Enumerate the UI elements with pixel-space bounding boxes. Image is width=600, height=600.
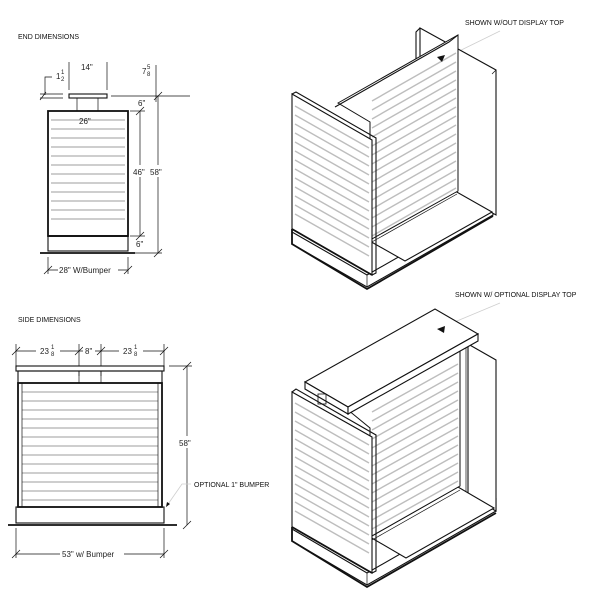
svg-text:8: 8 <box>147 72 151 78</box>
svg-text:2: 2 <box>61 77 65 83</box>
end-view: END DIMENSIONS 14" 1 1 2 7 5 8 <box>18 34 190 275</box>
svg-text:1: 1 <box>51 345 55 351</box>
side-base <box>15 506 165 524</box>
end-display-top <box>68 93 108 99</box>
iso2-front-slats <box>294 402 370 554</box>
dim-body-width: 26" <box>79 117 91 126</box>
iso-view-without-top: SHOWN W/OUT DISPLAY TOP <box>291 20 564 291</box>
svg-text:7: 7 <box>142 67 147 76</box>
svg-text:5: 5 <box>147 65 151 71</box>
end-view-title: END DIMENSIONS <box>18 34 79 41</box>
dim-width-bumper: 28" W/Bumper <box>59 266 111 275</box>
dim-center-gap: 8" <box>85 347 92 356</box>
side-view: SIDE DIMENSIONS 23 1 8 8" 23 1 8 <box>8 317 269 559</box>
dim-top-gap: 6" <box>138 99 145 108</box>
iso1-front-slats <box>294 105 370 257</box>
svg-text:23: 23 <box>40 347 49 356</box>
svg-text:8: 8 <box>51 352 55 358</box>
svg-text:8: 8 <box>134 352 138 358</box>
end-base <box>47 235 129 252</box>
svg-text:1: 1 <box>134 345 138 351</box>
dim-base-height: 6" <box>136 240 143 249</box>
side-slats <box>22 391 158 501</box>
dim-panel-height: 46" <box>133 168 145 177</box>
iso-caption-1: SHOWN W/OUT DISPLAY TOP <box>465 20 564 27</box>
svg-text:1: 1 <box>61 70 65 76</box>
iso2-back-slats <box>371 363 459 530</box>
svg-text:23: 23 <box>123 347 132 356</box>
side-display-top <box>15 365 165 372</box>
dim-side-width: 53" w/ Bumper <box>62 550 115 559</box>
iso-view-with-top: SHOWN W/ OPTIONAL DISPLAY TOP <box>291 292 577 589</box>
side-view-title: SIDE DIMENSIONS <box>18 317 81 324</box>
end-slats <box>51 119 125 220</box>
dim-top-width: 14" <box>81 63 93 72</box>
svg-text:1: 1 <box>56 72 61 81</box>
dim-side-height: 58" <box>179 439 191 448</box>
bumper-callout: OPTIONAL 1" BUMPER <box>194 482 269 489</box>
dim-overall-height: 58" <box>150 168 162 177</box>
iso1-back-slats <box>371 52 457 237</box>
iso-caption-2: SHOWN W/ OPTIONAL DISPLAY TOP <box>455 292 577 299</box>
